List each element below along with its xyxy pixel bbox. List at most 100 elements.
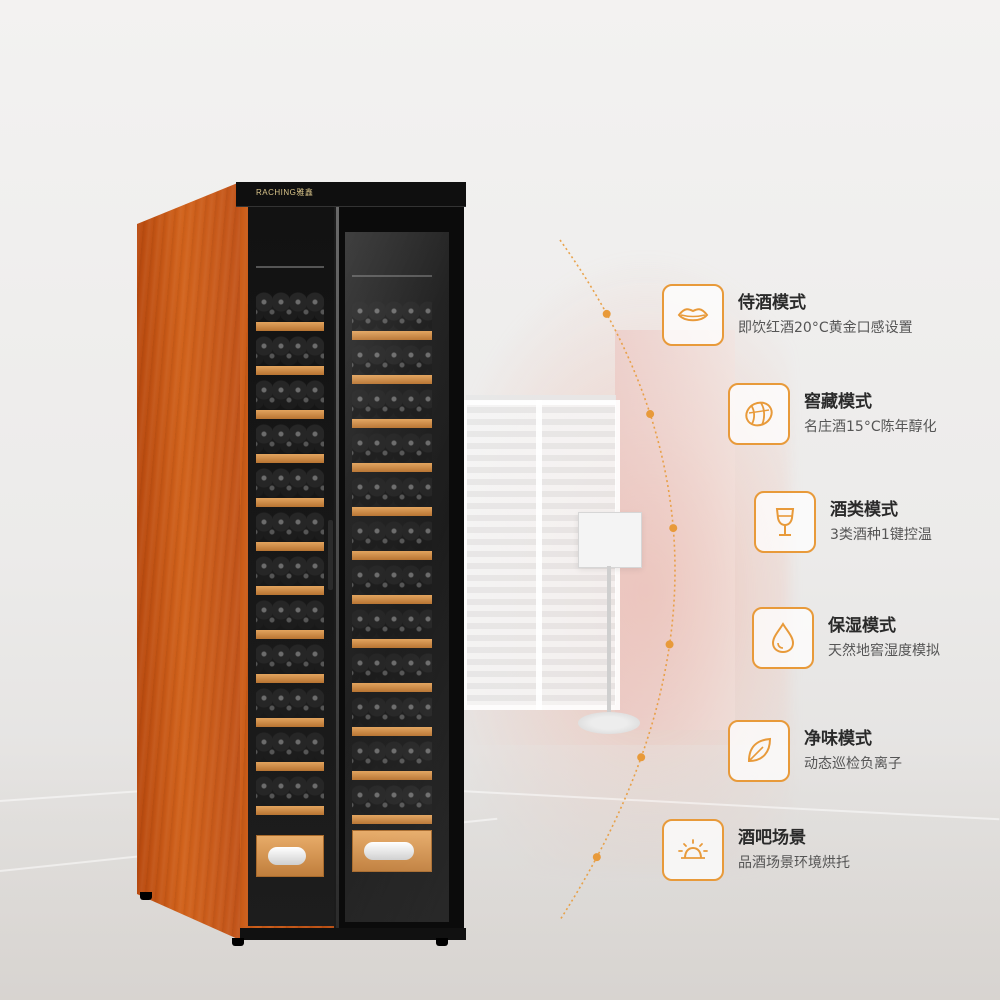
cabinet-side-panel xyxy=(137,182,240,940)
bottle-row xyxy=(256,332,324,366)
wood-shelf xyxy=(256,410,324,419)
wine-glass-icon xyxy=(775,508,795,536)
bottle-row xyxy=(256,640,324,674)
wood-shelf xyxy=(352,683,432,692)
wood-shelf xyxy=(352,595,432,604)
display-bottle xyxy=(364,842,414,860)
cabinet-foot xyxy=(436,938,448,946)
background-window-mullion xyxy=(536,400,542,710)
floor-lamp-base xyxy=(578,712,640,734)
feature-title: 侍酒模式 xyxy=(738,292,806,313)
feature-item: 酒类模式 3类酒种1键控温 xyxy=(754,491,932,553)
bottle-row xyxy=(352,429,432,463)
bottle-row xyxy=(256,596,324,630)
feature-title: 窖藏模式 xyxy=(804,391,872,412)
bottle-row xyxy=(352,781,432,815)
feature-item: 酒吧场景 品酒场景环境烘托 xyxy=(662,819,850,881)
wood-shelf xyxy=(256,630,324,639)
wood-shelf xyxy=(352,419,432,428)
feature-item: 保湿模式 天然地窖湿度模拟 xyxy=(752,607,940,669)
bottle-row xyxy=(352,561,432,595)
wood-shelf xyxy=(352,375,432,384)
door-glass-reflection xyxy=(345,232,449,922)
feature-item: 窖藏模式 名庄酒15°C陈年醇化 xyxy=(728,383,937,445)
bottle-row xyxy=(352,341,432,375)
leaf-icon xyxy=(747,737,772,763)
door-edge xyxy=(336,196,339,938)
sun-icon xyxy=(678,839,708,859)
bottle-row xyxy=(256,684,324,718)
bottle-row xyxy=(256,288,324,322)
wood-shelf xyxy=(352,507,432,516)
feature-desc: 天然地窖湿度模拟 xyxy=(828,642,940,659)
bottle-row xyxy=(256,508,324,542)
wood-shelf xyxy=(352,463,432,472)
wood-shelf xyxy=(256,454,324,463)
top-rack-rod xyxy=(352,275,432,277)
feature-title: 酒类模式 xyxy=(830,499,898,520)
bottle-row xyxy=(352,297,432,331)
wood-shelf xyxy=(352,331,432,340)
feature-icon-box xyxy=(754,491,816,553)
feature-title: 保湿模式 xyxy=(828,615,896,636)
floor-lamp-shade xyxy=(578,512,642,568)
feature-desc: 即饮红酒20°C黄金口感设置 xyxy=(738,319,913,336)
wood-shelf xyxy=(352,639,432,648)
feature-desc: 名庄酒15°C陈年醇化 xyxy=(804,418,937,435)
bottle-row xyxy=(352,473,432,507)
wood-shelf xyxy=(352,727,432,736)
bottle-row xyxy=(352,517,432,551)
feature-icon-box xyxy=(728,383,790,445)
bottle-row xyxy=(256,728,324,762)
wood-shelf xyxy=(352,815,432,824)
bottle-row xyxy=(256,420,324,454)
feature-title: 净味模式 xyxy=(804,728,872,749)
water-drop-icon xyxy=(771,622,795,654)
bottle-row xyxy=(352,605,432,639)
feature-text: 酒类模式 3类酒种1键控温 xyxy=(830,499,932,546)
top-rack-rod xyxy=(256,266,324,268)
wood-shelf xyxy=(256,366,324,375)
feature-desc: 动态巡检负离子 xyxy=(804,755,902,772)
bottle-row xyxy=(352,385,432,419)
lips-icon xyxy=(677,308,709,322)
cabinet-foot xyxy=(232,938,244,946)
floor-lamp-pole xyxy=(607,566,611,716)
feature-icon-box xyxy=(662,284,724,346)
wood-shelf xyxy=(256,674,324,683)
cabinet-foot xyxy=(140,892,152,900)
feature-desc: 品酒场景环境烘托 xyxy=(738,854,850,871)
feature-icon-box xyxy=(662,819,724,881)
wood-shelf xyxy=(256,322,324,331)
feature-text: 窖藏模式 名庄酒15°C陈年醇化 xyxy=(804,391,937,438)
wood-shelf xyxy=(352,771,432,780)
display-bottle xyxy=(268,847,306,865)
bottle-row xyxy=(256,464,324,498)
feature-text: 侍酒模式 即饮红酒20°C黄金口感设置 xyxy=(738,292,913,339)
wood-shelf xyxy=(256,806,324,815)
feature-text: 净味模式 动态巡检负离子 xyxy=(804,728,902,775)
wood-shelf xyxy=(256,586,324,595)
bottle-row xyxy=(256,772,324,806)
wood-shelf xyxy=(256,762,324,771)
feature-text: 酒吧场景 品酒场景环境烘托 xyxy=(738,827,850,874)
cabinet-logo: RACHING雅鑫 xyxy=(256,188,314,197)
bottle-row xyxy=(256,552,324,586)
door-handle[interactable] xyxy=(328,520,333,590)
bottle-row xyxy=(352,649,432,683)
feature-icon-box xyxy=(752,607,814,669)
feature-title: 酒吧场景 xyxy=(738,827,806,848)
wood-shelf xyxy=(352,551,432,560)
feature-item: 侍酒模式 即饮红酒20°C黄金口感设置 xyxy=(662,284,913,346)
bottle-row xyxy=(352,693,432,727)
bottle-row xyxy=(352,737,432,771)
bottle-row xyxy=(256,376,324,410)
cabinet-top-control-bar xyxy=(236,182,466,207)
barrel-icon xyxy=(745,401,773,427)
feature-icon-box xyxy=(728,720,790,782)
feature-item: 净味模式 动态巡检负离子 xyxy=(728,720,902,782)
wood-shelf xyxy=(256,498,324,507)
cabinet-base xyxy=(240,928,466,940)
feature-desc: 3类酒种1键控温 xyxy=(830,526,932,543)
